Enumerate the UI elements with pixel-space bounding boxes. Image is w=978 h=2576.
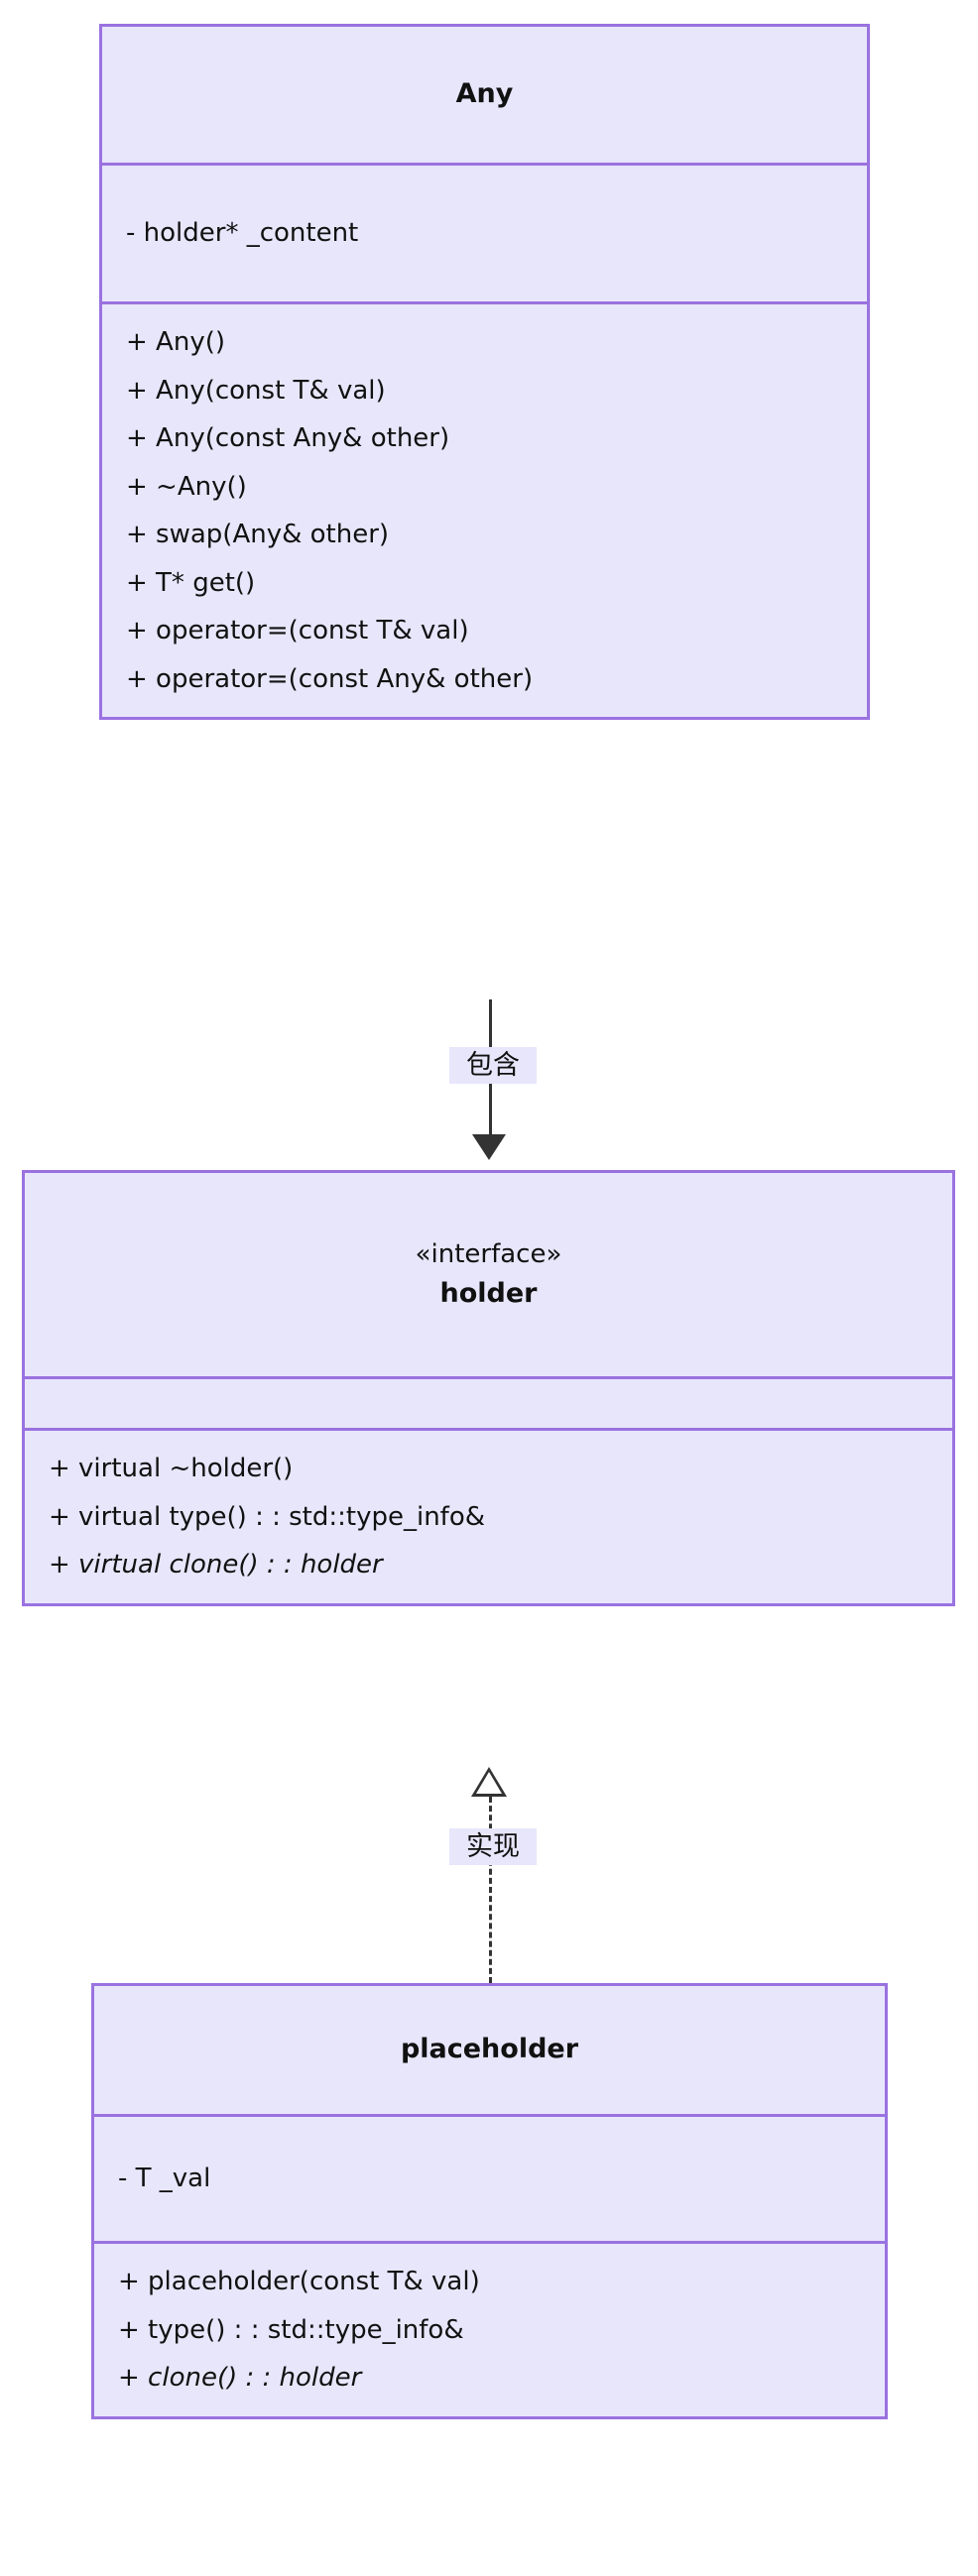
class-box-holder[interactable]: «interface» holder + virtual ~holder() +… <box>22 1170 955 1606</box>
class-attribute: - T _val <box>118 2164 211 2194</box>
relationship-label: 实现 <box>449 1828 537 1866</box>
class-method: + Any(const Any& other) <box>126 423 450 453</box>
class-method: + swap(Any& other) <box>126 520 390 549</box>
class-attributes-placeholder: - T _val <box>94 2117 885 2244</box>
class-name-holder: holder <box>439 1277 538 1309</box>
class-header-holder: «interface» holder <box>25 1173 952 1379</box>
class-box-any[interactable]: Any - holder* _content + Any() + Any(con… <box>99 24 870 720</box>
class-method: + operator=(const T& val) <box>126 616 469 645</box>
connector-line <box>489 1797 492 1983</box>
class-attributes-holder <box>25 1379 952 1431</box>
class-method: + T* get() <box>126 567 256 598</box>
hollow-triangle-icon <box>471 1767 507 1797</box>
class-method: + Any() <box>126 327 225 357</box>
class-methods-placeholder: + placeholder(const T& val) + type() : :… <box>94 2244 885 2416</box>
relationship-label: 包含 <box>449 1047 537 1085</box>
class-name-placeholder: placeholder <box>400 2034 579 2065</box>
class-name-any: Any <box>455 78 514 110</box>
class-method-abstract: + clone() : : holder <box>118 2363 362 2393</box>
filled-arrowhead-icon <box>472 1134 506 1160</box>
class-attribute: - holder* _content <box>126 218 359 249</box>
class-box-placeholder[interactable]: placeholder - T _val + placeholder(const… <box>91 1983 888 2419</box>
class-stereotype-holder: «interface» <box>415 1238 562 1269</box>
class-header-any: Any <box>102 27 867 166</box>
class-method: + virtual type() : : std::type_info& <box>49 1501 486 1532</box>
class-method: + virtual ~holder() <box>49 1454 294 1483</box>
class-methods-any: + Any() + Any(const T& val) + Any(const … <box>102 304 867 717</box>
class-method: + ~Any() <box>126 471 247 502</box>
class-attributes-any: - holder* _content <box>102 166 867 304</box>
class-method: + type() : : std::type_info& <box>118 2314 464 2345</box>
class-method: + placeholder(const T& val) <box>118 2267 480 2296</box>
class-method-abstract: + virtual clone() : : holder <box>49 1550 383 1580</box>
class-header-placeholder: placeholder <box>94 1986 885 2117</box>
class-method: + operator=(const Any& other) <box>126 663 534 694</box>
class-method: + Any(const T& val) <box>126 375 386 406</box>
class-methods-holder: + virtual ~holder() + virtual type() : :… <box>25 1431 952 1603</box>
